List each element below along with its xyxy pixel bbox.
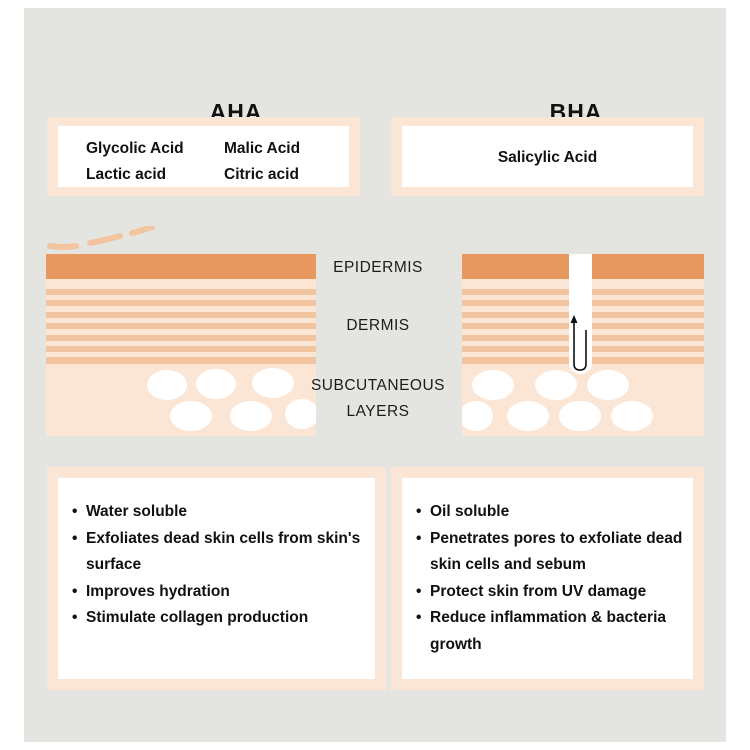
acid-citric: Citric acid [224,166,299,183]
aha-epidermis-layer [46,254,316,279]
list-item: Water soluble [72,499,368,526]
label-subcutaneous-line2: LAYERS [346,403,410,420]
list-item: Exfoliates dead skin cells from skin's s… [72,526,368,579]
bha-skin-diagram [462,254,704,436]
aha-benefits-list: Water soluble Exfoliates dead skin cells… [72,499,368,632]
label-subcutaneous-line1: SUBCUTANEOUS [310,377,446,394]
bha-fat-cells [462,370,653,431]
acid-glycolic: Glycolic Acid [86,140,184,157]
aha-skin-diagram [46,226,316,436]
aha-benefits-box: Water soluble Exfoliates dead skin cells… [47,467,386,690]
acid-salicylic: Salicylic Acid [497,149,598,166]
infographic-panel: AHA BHA Glycolic Acid Malic Acid Lactic … [24,8,726,742]
arrow-head-icon [570,315,578,323]
list-item: Penetrates pores to exfoliate dead skin … [416,526,688,579]
list-item: Stimulate collagen production [72,605,368,632]
aha-benefits-inner: Water soluble Exfoliates dead skin cells… [58,478,375,679]
bha-acids-box: Salicylic Acid [391,117,704,196]
bha-benefits-box: Oil soluble Penetrates pores to exfoliat… [391,467,704,690]
list-item: Reduce inflammation & bacteria growth [416,605,688,658]
list-item: Protect skin from UV damage [416,579,688,606]
dead-skin-flakes [47,226,155,250]
label-epidermis: EPIDERMIS [333,259,423,276]
label-dermis: DERMIS [346,317,410,334]
list-item: Improves hydration [72,579,368,606]
bha-benefits-inner: Oil soluble Penetrates pores to exfoliat… [402,478,693,679]
aha-fat-cells [147,368,316,431]
bha-acids-inner: Salicylic Acid [402,126,693,187]
aha-acids-inner: Glycolic Acid Malic Acid Lactic acid Cit… [58,126,349,187]
aha-dermis-stripes [46,289,316,364]
acid-lactic: Lactic acid [86,166,167,183]
acid-malic: Malic Acid [224,140,301,157]
aha-acids-box: Glycolic Acid Malic Acid Lactic acid Cit… [47,117,360,196]
list-item: Oil soluble [416,499,688,526]
bha-benefits-list: Oil soluble Penetrates pores to exfoliat… [416,499,688,658]
